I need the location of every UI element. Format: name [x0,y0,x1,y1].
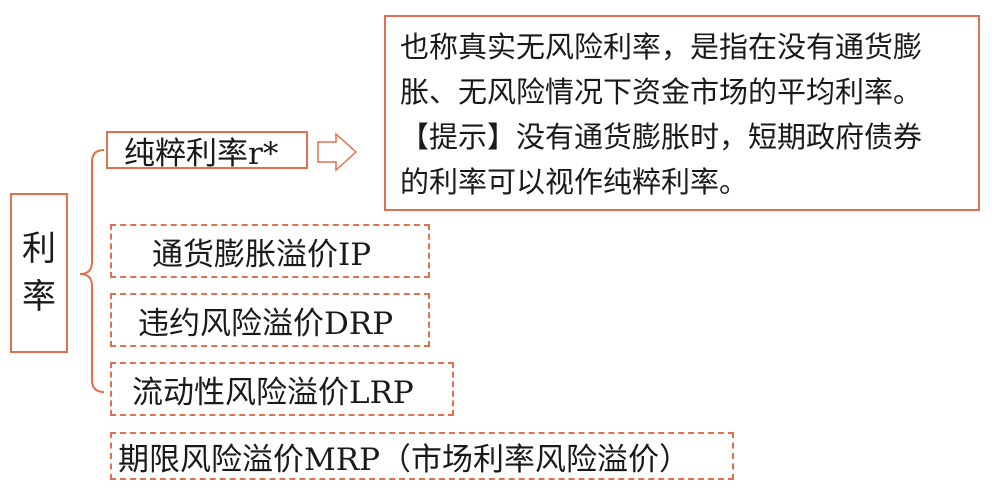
inflation-premium-node: 通货膨胀溢价IP [110,224,430,278]
pure-rate-node: 纯粹利率r* [106,131,308,172]
pure-rate-note: 也称真实无风险利率，是指在没有通货膨 胀、无风险情况下资金市场的平均利率。 【提… [384,15,980,211]
note-line-3: 【提示】没有通货膨胀时，短期政府债券 [400,120,923,154]
liquidity-risk-premium-node: 流动性风险溢价LRP [110,362,454,416]
inflation-premium-label: 通货膨胀溢价IP [152,236,372,273]
note-line-2: 胀、无风险情况下资金市场的平均利率。 [400,75,923,109]
arrow-icon [317,132,358,172]
pure-rate-label: 纯粹利率r* [124,135,279,172]
interest-rate-root-node: 利 率 [10,193,68,353]
default-risk-premium-label: 违约风险溢价DRP [138,305,394,342]
brace-connector [79,149,105,393]
note-line-1: 也称真实无风险利率，是指在没有通货膨 [400,30,923,64]
default-risk-premium-node: 违约风险溢价DRP [110,293,430,347]
maturity-risk-premium-node: 期限风险溢价MRP（市场利率风险溢价） [110,432,734,480]
root-label-line2: 率 [22,277,56,317]
liquidity-risk-premium-label: 流动性风险溢价LRP [132,374,414,411]
root-label-line1: 利 [22,229,56,269]
note-line-4: 的利率可以视作纯粹利率。 [400,165,749,199]
maturity-risk-premium-label: 期限风险溢价MRP（市场利率风险溢价） [118,441,690,478]
